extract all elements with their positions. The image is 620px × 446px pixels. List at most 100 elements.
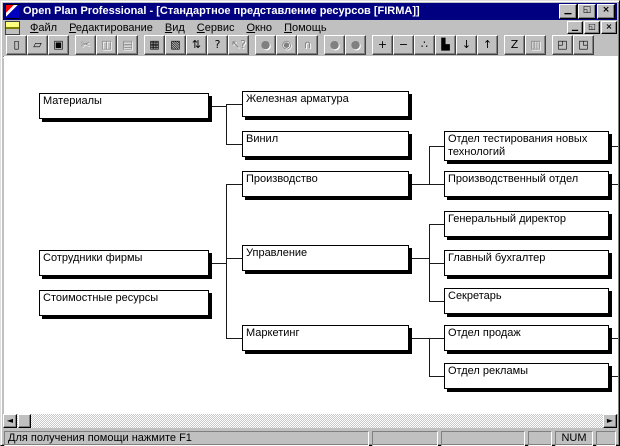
scroll-left-icon[interactable]: ◄ — [3, 414, 17, 428]
toolbar-group: Z▥ — [504, 34, 546, 55]
status-num-indicator: NUM — [555, 431, 593, 446]
minimize-icon[interactable]: ▁ — [559, 4, 577, 19]
context-help-icon: ↖? — [230, 38, 247, 51]
mdi-restore-icon[interactable]: ◱ — [584, 21, 600, 34]
horizontal-scrollbar[interactable]: ◄ ► — [3, 414, 617, 428]
mdi-close-icon[interactable]: × — [601, 21, 617, 34]
close-icon[interactable]: × — [597, 4, 615, 19]
tree-node-management[interactable]: Управление — [242, 245, 409, 271]
tree-node-iron-fittings[interactable]: Железная арматура — [242, 91, 409, 117]
window-title: Open Plan Professional - [Стандартное пр… — [23, 5, 420, 17]
connector-line — [605, 376, 618, 377]
status-panel-4 — [528, 431, 552, 446]
window-layout-button[interactable]: ◰ — [552, 34, 573, 55]
tree-node-marketing[interactable]: Маркетинг — [242, 325, 409, 351]
tree-node-chief-accountant[interactable]: Главный бухгалтер — [444, 250, 609, 276]
title-bar: Open Plan Professional - [Стандартное пр… — [3, 3, 617, 20]
cut-button[interactable]: ✂ — [75, 34, 96, 55]
status-panel-2 — [372, 431, 438, 446]
tree-node-cost-resources[interactable]: Стоимостные ресурсы — [39, 290, 209, 316]
tree-node-new-tech-testing-dept[interactable]: Отдел тестирования новых технологий — [444, 131, 609, 161]
resource-arch-button[interactable]: ∩ — [297, 34, 318, 55]
connector-line — [226, 338, 242, 339]
remove-button[interactable]: − — [393, 34, 414, 55]
tree-node-vinyl[interactable]: Винил — [242, 131, 409, 157]
paste-icon: ▤ — [122, 38, 133, 51]
status-panel-6 — [596, 431, 616, 446]
menu-tools[interactable]: Сервис — [196, 21, 235, 34]
connector-line — [409, 184, 429, 185]
tree-node-materials[interactable]: Материалы — [39, 93, 209, 119]
levels-icon: ▙ — [441, 38, 450, 51]
tree-node-production[interactable]: Производство — [242, 171, 409, 197]
resource-query-button[interactable]: ◉ — [276, 34, 297, 55]
move-up-icon: ↑ — [482, 38, 493, 51]
save-file-icon: ▣ — [53, 38, 64, 51]
paste-button[interactable]: ▤ — [117, 34, 138, 55]
zigzag-view-icon: Z — [510, 38, 519, 51]
copy-icon: ◫ — [101, 38, 112, 51]
connector-line — [226, 184, 242, 185]
connector-line — [226, 258, 242, 259]
tree-node-secretary[interactable]: Секретарь — [444, 288, 609, 314]
save-file-button[interactable]: ▣ — [48, 34, 69, 55]
subwindow-button[interactable]: ◳ — [573, 34, 594, 55]
connector-line — [429, 263, 444, 264]
print-button[interactable]: ▦ — [144, 34, 165, 55]
link-nodes-button[interactable]: ∴ — [414, 34, 435, 55]
connector-line — [429, 146, 430, 185]
menu-help[interactable]: Помощь — [284, 21, 327, 34]
add-button[interactable]: + — [372, 34, 393, 55]
tree-node-general-director[interactable]: Генеральный директор — [444, 211, 609, 237]
resource-circle-button[interactable]: ● — [255, 34, 276, 55]
connector-line — [409, 258, 429, 259]
help-icon: ? — [214, 38, 221, 51]
connector-line — [605, 146, 618, 147]
toolbar-group: ✂ ◫ ▤ — [75, 34, 138, 55]
new-file-button[interactable]: ▯ — [6, 34, 27, 55]
connector-line — [226, 144, 242, 145]
scrollbar-thumb[interactable] — [18, 414, 31, 428]
resource-circle-icon: ● — [260, 38, 271, 51]
document-icon[interactable] — [5, 20, 20, 35]
tree-node-advertising-dept[interactable]: Отдел рекламы — [444, 363, 609, 389]
circle-a-button[interactable]: ● — [324, 34, 345, 55]
move-down-icon: ↓ — [461, 38, 472, 51]
connector-line — [226, 104, 227, 145]
window-controls: ▁ ◱ × — [559, 4, 615, 19]
open-file-button[interactable]: ▱ — [27, 34, 48, 55]
restore-icon[interactable]: ◱ — [578, 4, 596, 19]
tree-node-sales-dept[interactable]: Отдел продаж — [444, 325, 609, 351]
menu-edit[interactable]: Редактирование — [69, 21, 153, 34]
mdi-minimize-icon[interactable]: ▁ — [567, 21, 583, 34]
notes-view-button[interactable]: ▥ — [525, 34, 546, 55]
help-button[interactable]: ? — [207, 34, 228, 55]
print-preview-button[interactable]: ▧ — [165, 34, 186, 55]
move-down-button[interactable]: ↓ — [456, 34, 477, 55]
tree-node-company-staff[interactable]: Сотрудники фирмы — [39, 250, 209, 276]
connector-line — [429, 338, 430, 377]
circle-b-icon: ● — [350, 38, 361, 51]
app-icon — [5, 4, 20, 19]
move-up-button[interactable]: ↑ — [477, 34, 498, 55]
scroll-right-icon[interactable]: ► — [603, 414, 617, 428]
toolbar-group: ● ◉∩ — [255, 34, 318, 55]
menu-file[interactable]: Файл — [30, 21, 58, 34]
status-panel-3 — [441, 431, 525, 446]
scrollbar-track[interactable] — [31, 414, 603, 428]
menu-window[interactable]: Окно — [246, 21, 273, 34]
update-button[interactable]: ⇅ — [186, 34, 207, 55]
tree-node-production-dept[interactable]: Производственный отдел — [444, 171, 609, 197]
levels-button[interactable]: ▙ — [435, 34, 456, 55]
zigzag-view-button[interactable]: Z — [504, 34, 525, 55]
circle-b-button[interactable]: ● — [345, 34, 366, 55]
toolbar-group: ▯▱ ▣ — [6, 34, 69, 55]
notes-view-icon: ▥ — [530, 38, 541, 51]
copy-button[interactable]: ◫ — [96, 34, 117, 55]
remove-icon: − — [398, 38, 409, 51]
menu-view[interactable]: Вид — [164, 21, 185, 34]
context-help-button[interactable]: ↖? — [228, 34, 249, 55]
link-nodes-icon: ∴ — [421, 38, 428, 51]
